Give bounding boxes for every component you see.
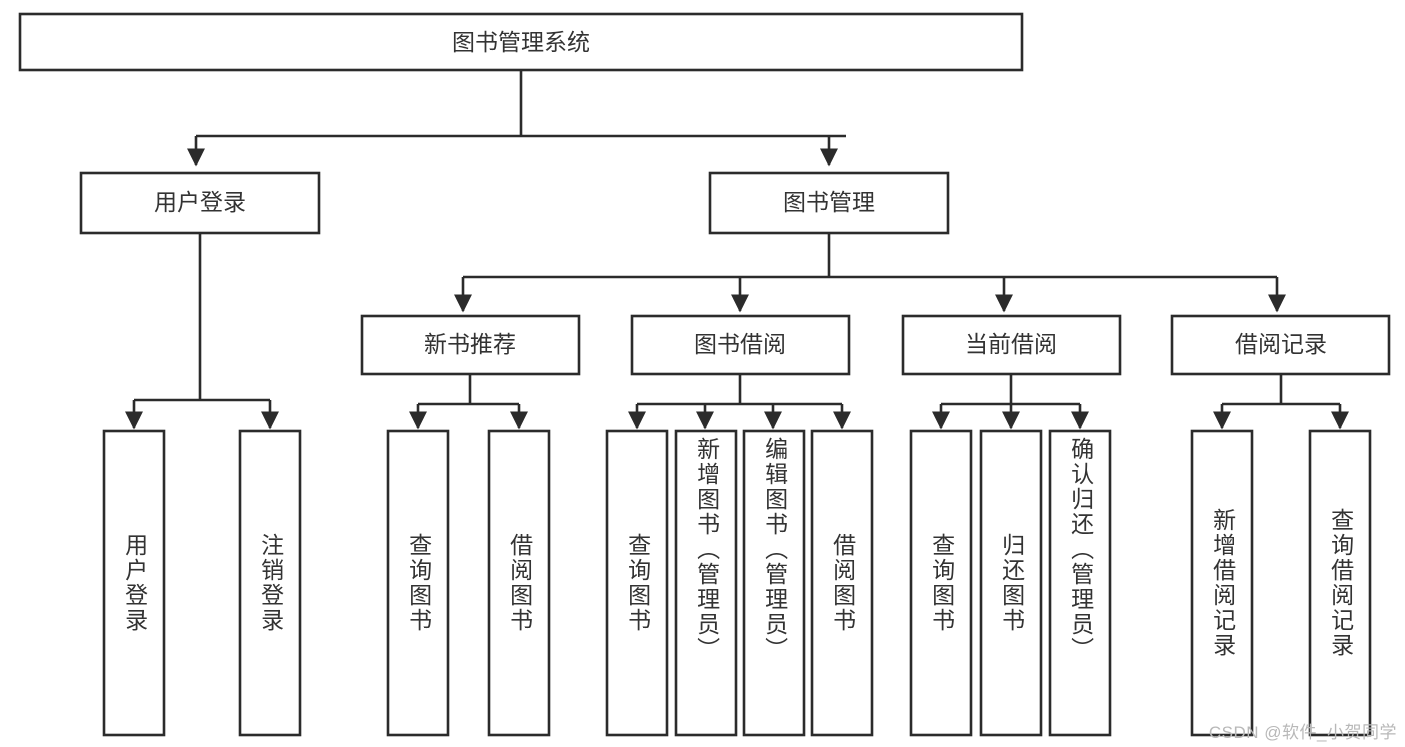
connector-current-borrow-to-leaves (931, 374, 1090, 430)
node-borrow-record-label: 借阅记录 (1235, 331, 1327, 357)
node-book-management-box (708, 171, 950, 235)
node-book-management-label: 图书管理 (783, 189, 875, 215)
leaf-box-confirm-return-admin[interactable] (1048, 429, 1112, 737)
leaf-box-query-book-cb[interactable] (909, 429, 973, 737)
node-book-management[interactable]: 图书管理 (708, 171, 950, 235)
node-book-borrow-label: 图书借阅 (694, 331, 786, 357)
leaf-box-return-book[interactable] (979, 429, 1043, 737)
watermark: CSDN @软件_小贺同学 (1208, 723, 1397, 742)
node-new-book-recommend-box (360, 314, 581, 376)
node-root-label: 图书管理系统 (452, 29, 590, 55)
leaf-box-query-book-nb[interactable] (386, 429, 450, 737)
node-user-login-label: 用户登录 (154, 189, 246, 215)
connector-root-to-level2 (186, 70, 846, 167)
node-new-book-recommend[interactable]: 新书推荐 (360, 314, 581, 376)
node-root-box (18, 12, 1024, 72)
node-new-book-recommend-label: 新书推荐 (424, 331, 516, 357)
leaf-box-borrow-book-nb[interactable] (487, 429, 551, 737)
leaf-box-logout[interactable] (238, 429, 302, 737)
leaf-box-user-login[interactable] (102, 429, 166, 737)
leaf-box-add-borrow-record[interactable] (1190, 429, 1254, 737)
node-borrow-record-box (1170, 314, 1391, 376)
leaf-box-query-book-bb[interactable] (605, 429, 669, 737)
node-user-login[interactable]: 用户登录 (79, 171, 321, 235)
node-current-borrow[interactable]: 当前借阅 (901, 314, 1122, 376)
connector-book-mgmt-to-level3 (453, 233, 1287, 313)
node-book-borrow-box (630, 314, 851, 376)
node-user-login-box (79, 171, 321, 235)
node-current-borrow-label: 当前借阅 (965, 331, 1057, 357)
node-borrow-record[interactable]: 借阅记录 (1170, 314, 1391, 376)
node-root[interactable]: 图书管理系统 (18, 12, 1024, 72)
node-current-borrow-box (901, 314, 1122, 376)
leaf-box-borrow-book-bb[interactable] (810, 429, 874, 737)
connector-borrow-record-to-leaves (1212, 374, 1350, 430)
connector-book-borrow-to-leaves (627, 374, 852, 430)
connector-user-login-to-leaves (124, 233, 280, 430)
node-book-borrow[interactable]: 图书借阅 (630, 314, 851, 376)
leaf-box-edit-book-admin[interactable] (742, 429, 806, 737)
connector-new-book-to-leaves (408, 374, 529, 430)
leaf-box-add-book-admin[interactable] (674, 429, 738, 737)
leaf-box-query-borrow-record[interactable] (1308, 429, 1372, 737)
